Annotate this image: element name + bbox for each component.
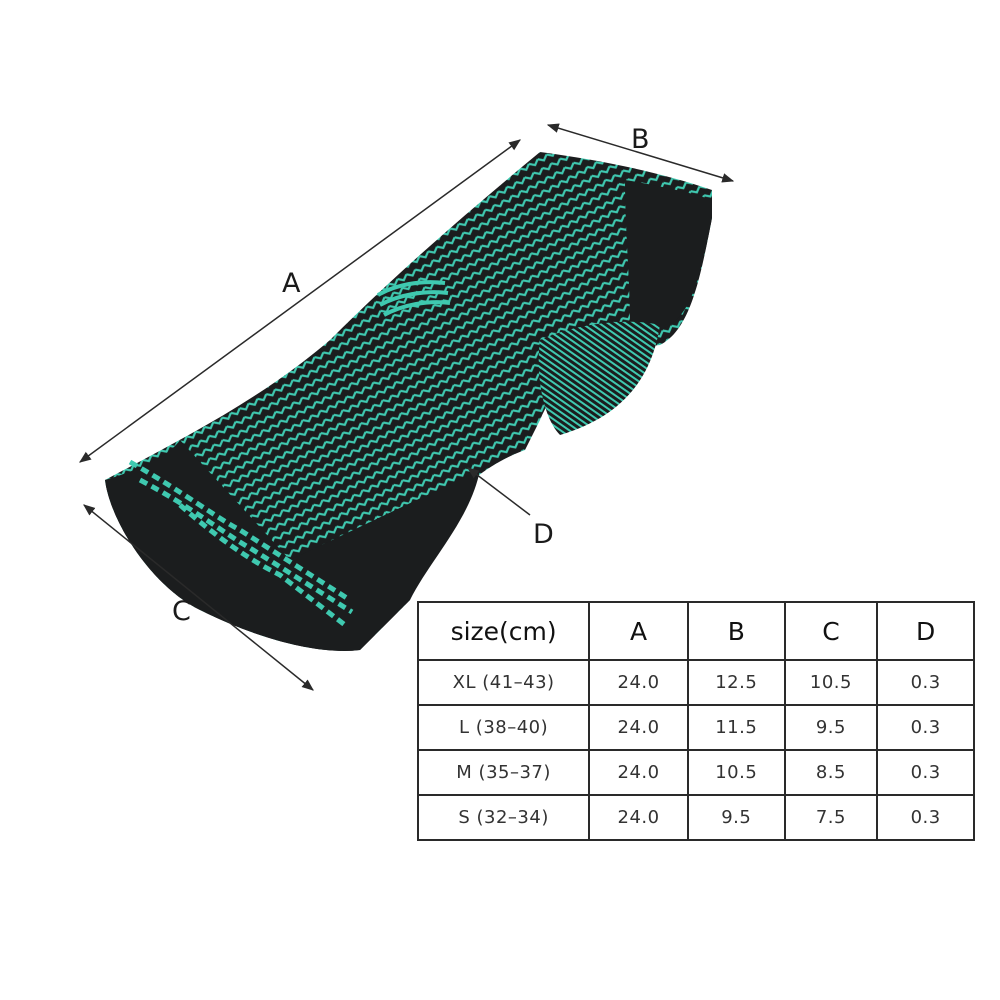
- header-size: size(cm): [416, 601, 591, 661]
- cell-d: 0.3: [876, 659, 975, 706]
- cell-size: L (38–40): [416, 704, 591, 751]
- header-d: D: [876, 601, 975, 661]
- header-a: A: [588, 601, 689, 661]
- ankle-sleeve-image: [105, 152, 712, 651]
- cell-c: 7.5: [783, 794, 879, 841]
- label-d: D: [533, 519, 554, 550]
- table-header-row: size(cm) A B C D: [416, 601, 975, 661]
- cell-b: 9.5: [686, 794, 786, 841]
- label-c: C: [172, 596, 191, 627]
- header-b: B: [686, 601, 786, 661]
- dimension-line-d: [467, 467, 531, 516]
- cell-d: 0.3: [876, 704, 975, 751]
- cell-a: 24.0: [588, 704, 689, 751]
- cell-c: 10.5: [783, 659, 879, 706]
- cell-a: 24.0: [588, 659, 689, 706]
- cell-size: XL (41–43): [416, 659, 591, 706]
- heel-panel: [538, 321, 660, 435]
- cell-c: 9.5: [783, 704, 879, 751]
- cell-b: 11.5: [686, 704, 786, 751]
- table-row: M (35–37) 24.0 10.5 8.5 0.3: [416, 749, 975, 796]
- cell-b: 10.5: [686, 749, 786, 796]
- cell-d: 0.3: [876, 749, 975, 796]
- size-chart-table: size(cm) A B C D XL (41–43) 24.0 12.5 10…: [416, 601, 975, 841]
- dimension-line-b: [546, 123, 735, 183]
- dimension-line-a: [79, 139, 521, 463]
- cell-size: M (35–37): [416, 749, 591, 796]
- sleeve-dark-top-right: [625, 180, 712, 330]
- cell-b: 12.5: [686, 659, 786, 706]
- cell-a: 24.0: [588, 749, 689, 796]
- cell-c: 8.5: [783, 749, 879, 796]
- dimension-line-c: [83, 504, 314, 691]
- table-row: XL (41–43) 24.0 12.5 10.5 0.3: [416, 659, 975, 706]
- label-a: A: [282, 268, 301, 299]
- label-b: B: [631, 124, 650, 155]
- cell-d: 0.3: [876, 794, 975, 841]
- cell-a: 24.0: [588, 794, 689, 841]
- cell-size: S (32–34): [416, 794, 591, 841]
- table-row: S (32–34) 24.0 9.5 7.5 0.3: [416, 794, 975, 841]
- header-c: C: [783, 601, 879, 661]
- table-row: L (38–40) 24.0 11.5 9.5 0.3: [416, 704, 975, 751]
